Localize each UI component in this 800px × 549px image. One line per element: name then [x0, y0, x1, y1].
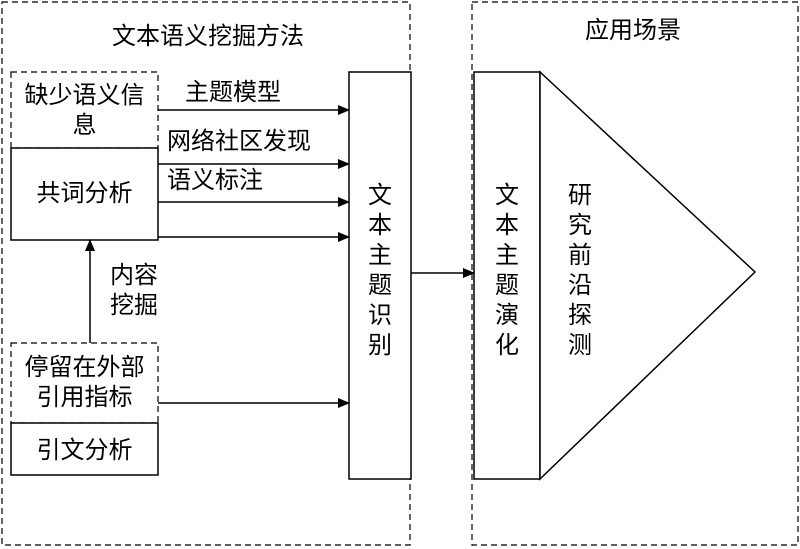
frontier-label: 研究前沿探测 — [568, 181, 592, 359]
right-panel-title: 应用场景 — [585, 16, 681, 44]
topic-identify-box — [348, 71, 412, 480]
left-panel-title: 文本语义挖掘方法 — [112, 22, 304, 50]
topic-model-label: 主题模型 — [185, 78, 281, 106]
community-label: 网络社区发现 — [167, 127, 311, 155]
citation-label: 引文分析 — [36, 436, 133, 464]
frontier-triangle — [539, 70, 757, 481]
citation-box — [10, 422, 159, 476]
lack-semantic-label: 缺少语义信息 — [24, 81, 145, 139]
content-mining-label: 内容挖掘 — [110, 261, 158, 319]
cooccurrence-label: 共词分析 — [36, 179, 133, 207]
topic-identify-label: 文本主题识别 — [368, 181, 392, 359]
topic-evolution-box — [473, 71, 541, 480]
topic-evolution-label: 文本主题演化 — [495, 181, 519, 359]
left-panel-frame — [1, 1, 411, 546]
stay-external-label: 停留在外部引用指标 — [24, 353, 145, 411]
cooccurrence-box — [10, 147, 159, 241]
right-panel-frame — [471, 1, 799, 546]
semantic-annotation-label: 语义标注 — [167, 166, 263, 194]
lack-semantic-box — [10, 71, 159, 149]
